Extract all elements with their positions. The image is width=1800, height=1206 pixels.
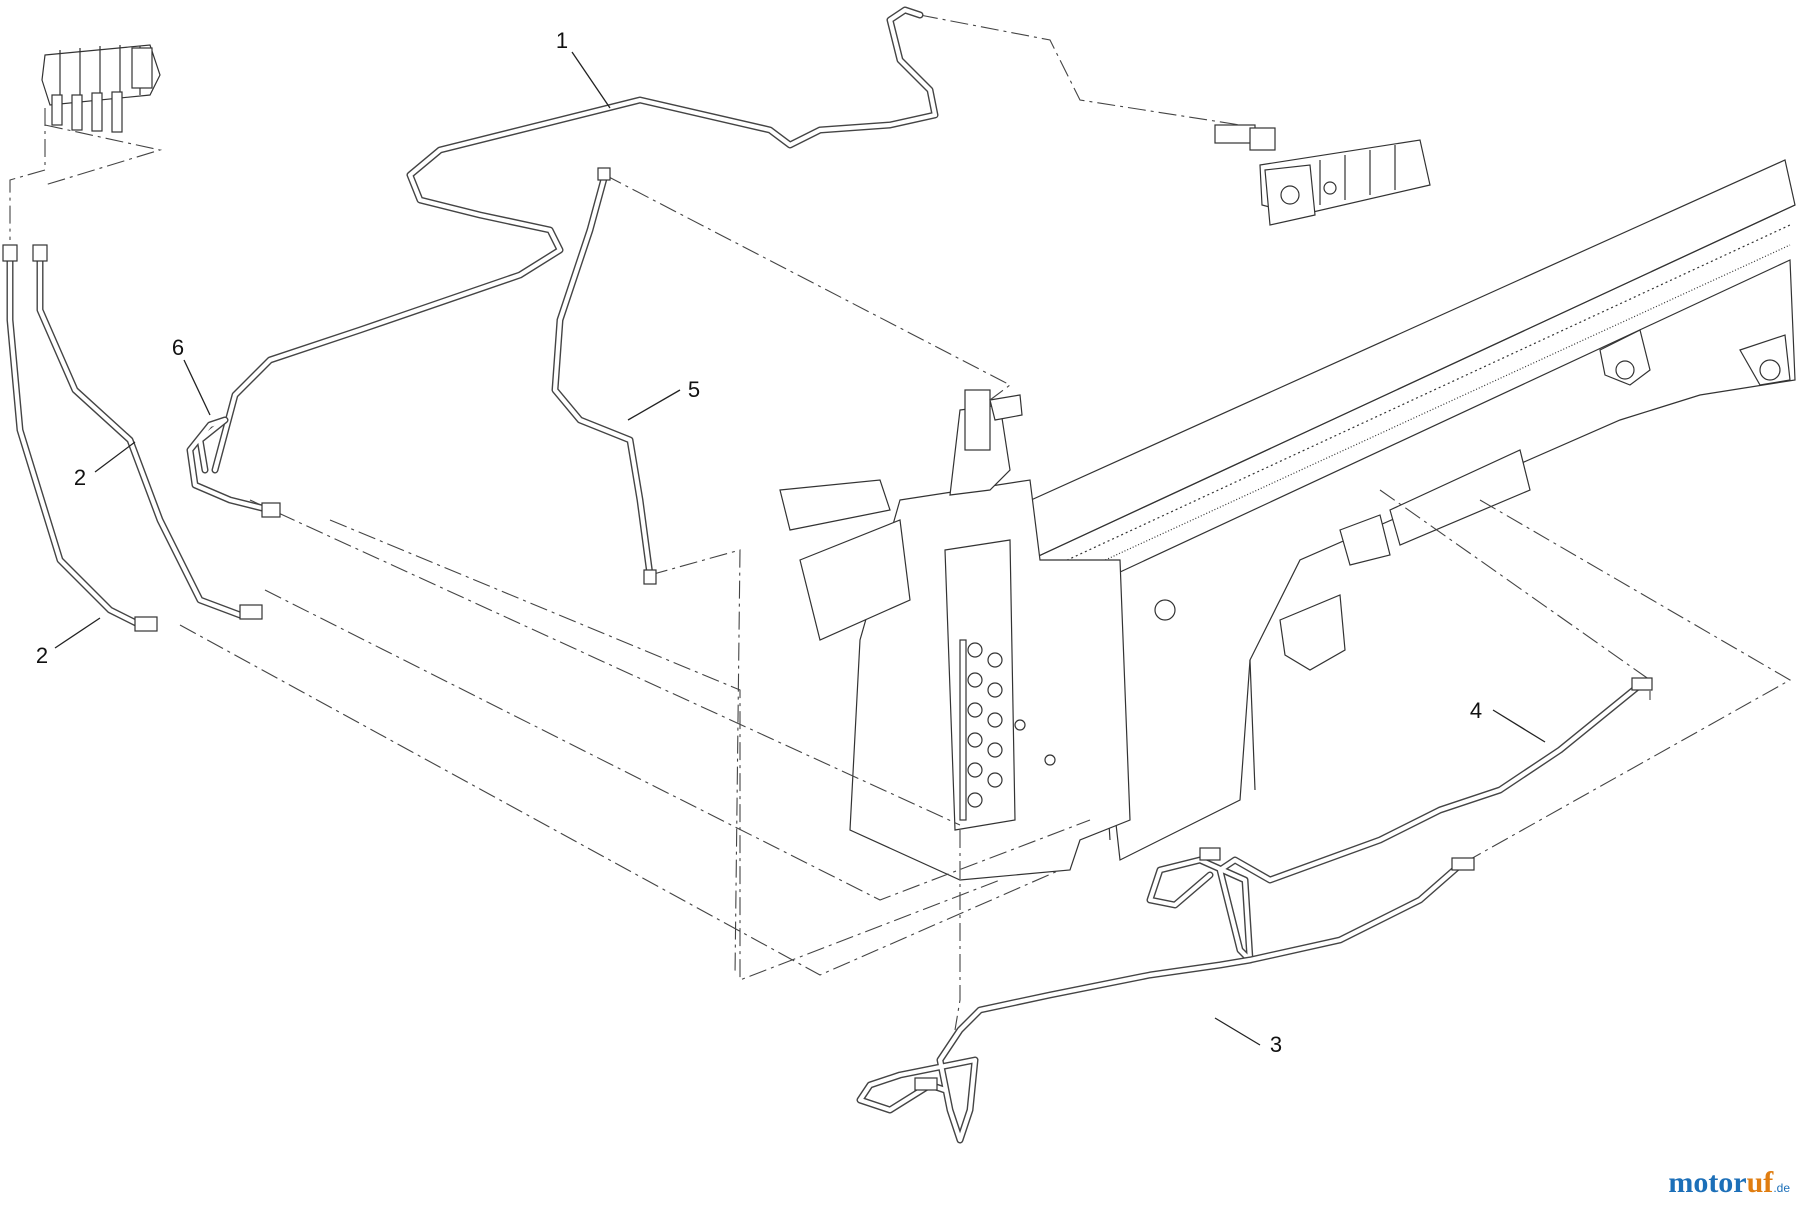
valve-ports — [967, 642, 1003, 808]
callout-4: 4 — [1470, 698, 1546, 743]
callout-1: 1 — [556, 28, 611, 109]
hose-6 — [186, 416, 281, 518]
callout-number: 5 — [688, 377, 700, 402]
callout-number: 2 — [74, 465, 86, 490]
hose-5 — [551, 167, 657, 585]
hose-1 — [211, 6, 939, 474]
watermark-text-part1: motor — [1668, 1166, 1747, 1199]
callout-number: 4 — [1470, 698, 1482, 723]
hose-2-left — [2, 244, 158, 632]
hose-3 — [856, 857, 1475, 1144]
hose-2-right — [32, 244, 263, 620]
hose-4 — [1146, 677, 1653, 964]
center-valve-body — [779, 389, 1176, 881]
dashed-reference-lines — [9, 14, 1792, 1031]
callout-5: 5 — [627, 377, 700, 421]
watermark-suffix: .de — [1773, 1181, 1790, 1195]
callout-2b: 2 — [36, 617, 101, 668]
callout-number: 2 — [36, 643, 48, 668]
callout-number: 1 — [556, 28, 568, 53]
callout-number: 6 — [172, 335, 184, 360]
valve-assembly-top-right — [1214, 124, 1431, 226]
valve-bank-top-left — [41, 44, 161, 133]
callout-6: 6 — [172, 335, 211, 416]
callout-number: 3 — [1270, 1032, 1282, 1057]
callout-3: 3 — [1214, 1017, 1282, 1057]
watermark-logo: motoruf.de — [1668, 1166, 1790, 1200]
callout-2a: 2 — [74, 441, 136, 490]
watermark-text-part2: uf — [1746, 1166, 1774, 1199]
